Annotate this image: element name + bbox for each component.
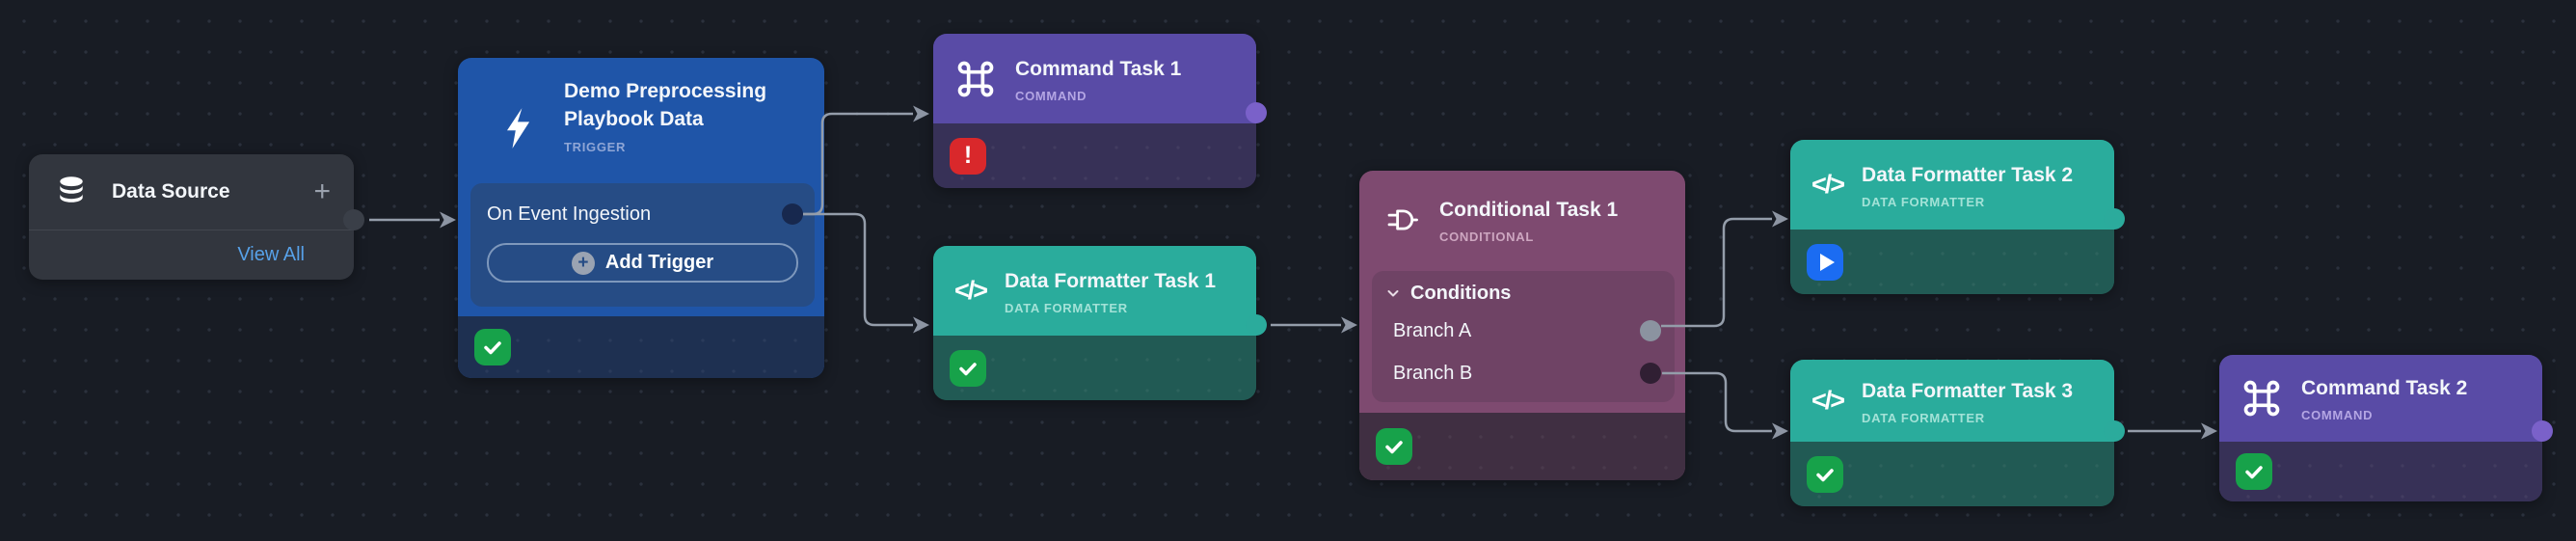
conditions-toggle[interactable]: Conditions: [1372, 277, 1675, 310]
connector-arrowhead: [1772, 422, 1788, 440]
connector-data-formatter-task-3-to-command-task-2: [2128, 422, 2217, 440]
task-type-label: COMMAND: [1015, 88, 1087, 103]
chevron-down-icon: [1385, 285, 1401, 301]
task-type-label: DATA FORMATTER: [1862, 194, 1985, 209]
command-icon: [2241, 377, 2283, 419]
branch-row-b[interactable]: Branch B: [1372, 352, 1675, 394]
task-title: Command Task 2: [2301, 377, 2468, 399]
trigger-event-row[interactable]: On Event Ingestion: [470, 191, 815, 237]
node-data-formatter-task-2[interactable]: </> Data Formatter Task 2 DATA FORMATTER: [1790, 140, 2125, 294]
add-trigger-button[interactable]: + Add Trigger: [487, 243, 798, 283]
run-status-badge[interactable]: [1807, 243, 1843, 281]
task-title: Data Formatter Task 1: [1005, 269, 1217, 292]
trigger-events-panel: On Event Ingestion + Add Trigger: [470, 183, 815, 307]
node-conditional-task-1[interactable]: Conditional Task 1 CONDITIONAL Condition…: [1359, 171, 1685, 480]
trigger-type-label: TRIGGER: [564, 140, 627, 154]
code-icon: </>: [1811, 386, 1845, 415]
status-badge-success: [1376, 428, 1412, 465]
data-source-title: Data Source: [112, 180, 230, 203]
code-icon: </>: [1811, 170, 1845, 199]
connector-arrowhead: [913, 105, 929, 122]
check-icon: [484, 341, 501, 355]
conditional-icon: [1385, 206, 1420, 233]
command-icon: [954, 58, 997, 100]
status-badge-error: !: [950, 137, 986, 175]
task-title: Data Formatter Task 3: [1862, 379, 2074, 402]
check-icon: [2245, 466, 2263, 479]
data-formatter-task-1-output-port[interactable]: [1246, 314, 1267, 336]
connector-datasource-to-trigger: [369, 211, 456, 229]
status-badge-success: [474, 329, 511, 365]
status-badge-success: [2236, 453, 2272, 490]
node-trigger[interactable]: Demo Preprocessing Playbook Data TRIGGER…: [458, 58, 824, 378]
node-data-formatter-task-3[interactable]: </> Data Formatter Task 3 DATA FORMATTER: [1790, 360, 2125, 506]
check-icon: [1816, 468, 1834, 481]
trigger-title: Demo Preprocessing Playbook Data: [564, 80, 767, 130]
code-icon: </>: [954, 276, 988, 305]
node-data-formatter-task-1[interactable]: </> Data Formatter Task 1 DATA FORMATTER: [933, 246, 1267, 400]
branch-a-output-port[interactable]: [1640, 320, 1661, 341]
command-task-2-output-port[interactable]: [2532, 420, 2553, 442]
task-type-label: DATA FORMATTER: [1862, 410, 1985, 425]
trigger-event-label: On Event Ingestion: [487, 203, 652, 225]
plus-icon: +: [571, 251, 595, 275]
trigger-event-output-port[interactable]: [782, 203, 803, 225]
add-data-source-button[interactable]: +: [313, 176, 331, 207]
conditions-panel: Conditions Branch A Branch B: [1372, 271, 1675, 402]
view-all-link[interactable]: View All: [237, 244, 305, 265]
branch-b-output-port[interactable]: [1640, 363, 1661, 384]
play-icon: [1819, 253, 1835, 271]
connector-arrowhead: [913, 316, 929, 334]
task-title: Data Formatter Task 2: [1862, 163, 2074, 186]
task-type-label: CONDITIONAL: [1439, 230, 1534, 244]
status-badge-success: [950, 349, 986, 387]
data-source-header: Data Source +: [29, 154, 354, 230]
connector-arrowhead: [1772, 210, 1788, 228]
status-badge-success: [1807, 455, 1843, 493]
connector-data-formatter-task-1-to-conditional: [1271, 316, 1357, 334]
lightning-icon: [496, 102, 539, 154]
connector-arrowhead: [2201, 422, 2217, 440]
node-command-task-2[interactable]: Command Task 2 COMMAND: [2219, 355, 2553, 501]
command-task-1-output-port[interactable]: [1246, 102, 1267, 123]
task-title: Command Task 1: [1015, 57, 1182, 80]
node-data-source[interactable]: Data Source + View All: [29, 154, 364, 280]
task-type-label: DATA FORMATTER: [1005, 300, 1128, 315]
data-formatter-task-2-output-port[interactable]: [2104, 208, 2125, 230]
check-icon: [1385, 441, 1403, 454]
data-source-output-port[interactable]: [343, 209, 364, 230]
database-icon: [54, 175, 89, 209]
node-command-task-1[interactable]: Command Task 1 COMMAND !: [933, 34, 1267, 188]
task-title: Conditional Task 1: [1439, 199, 1619, 221]
task-type-label: COMMAND: [2301, 408, 2374, 422]
branch-row-a[interactable]: Branch A: [1372, 310, 1675, 352]
check-icon: [959, 362, 977, 375]
connector-arrowhead: [1341, 316, 1357, 334]
connector-arrowhead: [440, 211, 456, 229]
data-formatter-task-3-output-port[interactable]: [2104, 420, 2125, 442]
